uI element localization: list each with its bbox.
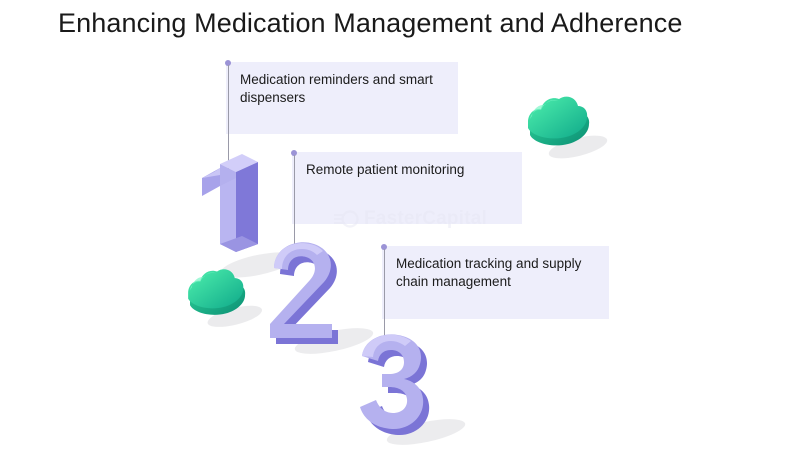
step-panel-1: Medication reminders and smart dispenser… <box>226 62 458 134</box>
cloud-3d-icon <box>528 96 608 159</box>
numeral-3-icon <box>360 334 466 445</box>
cloud-left <box>180 265 270 335</box>
numeral-2 <box>262 238 392 378</box>
step-label-2: Remote patient monitoring <box>306 162 465 177</box>
numeral-3 <box>352 332 482 450</box>
connector-line-3 <box>383 249 385 353</box>
step-panel-3: Medication tracking and supply chain man… <box>382 246 609 319</box>
numeral-2-icon <box>270 242 374 354</box>
connector-dot-2 <box>291 150 297 156</box>
connector-dot-1 <box>225 60 231 66</box>
step-panel-2: Remote patient monitoring <box>292 152 522 224</box>
step-label-1: Medication reminders and smart dispenser… <box>240 72 433 105</box>
connector-dot-3 <box>381 244 387 250</box>
step-label-3: Medication tracking and supply chain man… <box>396 256 582 289</box>
page-title: Enhancing Medication Management and Adhe… <box>58 8 683 38</box>
cloud-right <box>520 92 615 167</box>
connector-line-2 <box>293 155 295 257</box>
cloud-3d-icon <box>188 269 263 327</box>
connector-line-1 <box>227 65 229 170</box>
